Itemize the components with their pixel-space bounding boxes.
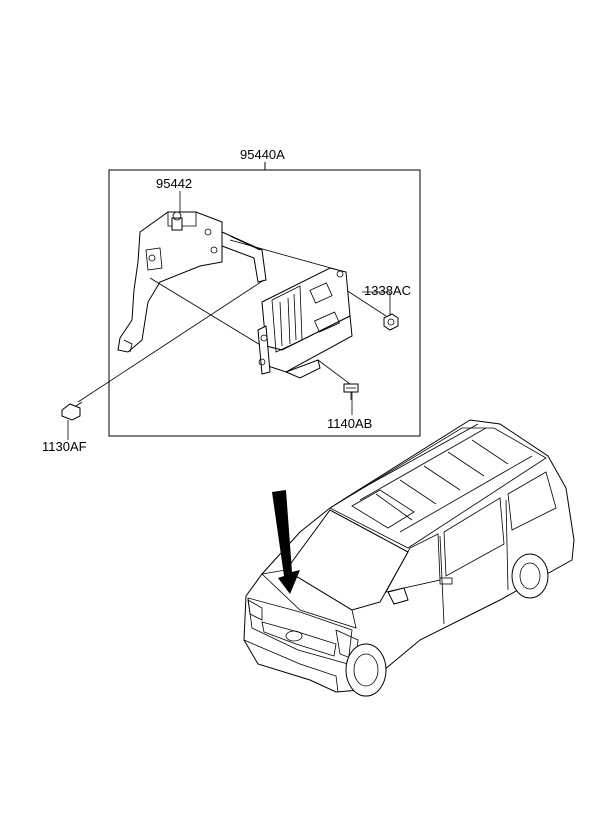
alignment-lines	[77, 239, 387, 403]
vehicle-illustration	[243, 419, 575, 697]
bolt-part	[61, 401, 83, 421]
label-screw: 1140AB	[327, 416, 372, 431]
leader-lines	[67, 191, 391, 440]
label-assembly: 95440A	[240, 147, 285, 162]
nut-part	[383, 313, 399, 331]
location-arrow	[272, 490, 300, 594]
label-nut: 1338AC	[364, 283, 411, 298]
label-bolt: 1130AF	[42, 439, 87, 454]
front-wheel	[345, 643, 387, 697]
ecu-module	[257, 267, 353, 379]
bracket-stud	[171, 217, 183, 231]
label-bracket: 95442	[156, 176, 192, 191]
rear-wheel	[511, 553, 549, 599]
assembly-frame	[108, 162, 421, 437]
screw-part	[343, 383, 359, 400]
bracket-part	[117, 211, 267, 353]
